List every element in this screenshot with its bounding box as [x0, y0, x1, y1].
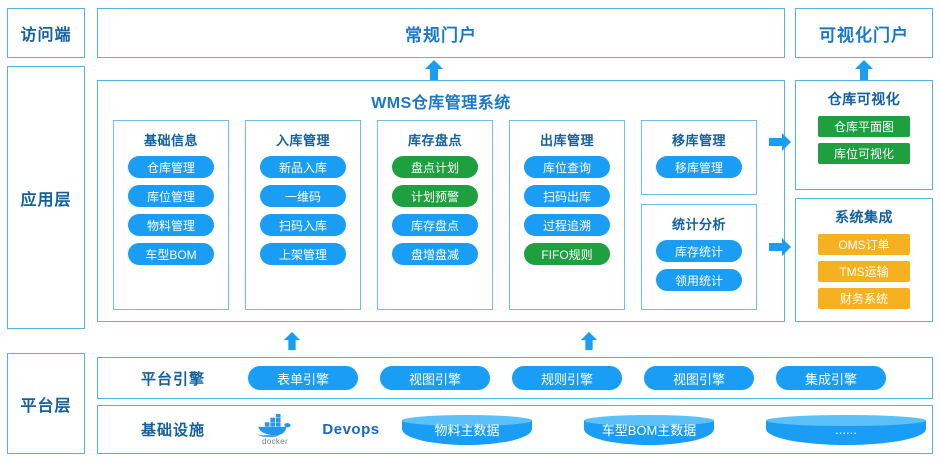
- arrow-right-to-system-integration: [769, 238, 791, 256]
- side-panel-item[interactable]: TMS运输: [818, 261, 910, 282]
- panel-system-integration: 系统集成 OMS订单 TMS运输 财务系统: [795, 198, 933, 322]
- module-title: 移库管理: [671, 133, 726, 148]
- engine-item[interactable]: 集成引擎: [776, 366, 886, 390]
- module-item[interactable]: FIFO规则: [524, 243, 610, 265]
- side-panel-item[interactable]: 财务系统: [818, 288, 910, 309]
- panel-warehouse-visualization: 仓库可视化 仓库平面图 库位可视化: [795, 80, 933, 190]
- module-item[interactable]: 领用统计: [656, 269, 742, 291]
- side-panel-title: 系统集成: [835, 209, 893, 225]
- docker-label: docker: [262, 436, 288, 446]
- arrow-up-platform-to-application-right: [580, 331, 598, 351]
- layer-label-application-text: 应用层: [20, 191, 72, 209]
- arrow-right-to-warehouse-visualization: [769, 133, 791, 151]
- module-stocktaking: 库存盘点 盘点计划 计划预警 库存盘点 盘增盘减: [377, 120, 493, 310]
- platform-engine-row: 平台引擎 表单引擎 视图引擎 规则引擎 视图引擎 集成引擎: [97, 357, 933, 399]
- module-title: 入库管理: [275, 133, 330, 148]
- devops-label: Devops: [322, 421, 380, 438]
- side-panel-item[interactable]: OMS订单: [818, 234, 910, 255]
- layer-label-platform-text: 平台层: [20, 397, 72, 415]
- module-item[interactable]: 盘增盘减: [392, 243, 478, 265]
- module-item[interactable]: 上架管理: [260, 243, 346, 265]
- module-statistics: 统计分析 库存统计 领用统计: [641, 204, 757, 310]
- cylinder-top: [584, 414, 714, 426]
- module-item[interactable]: 库位查询: [524, 156, 610, 178]
- module-item[interactable]: 仓库管理: [128, 156, 214, 178]
- visual-portal-box[interactable]: 可视化门户: [795, 8, 933, 58]
- docker-logo: docker: [248, 413, 302, 446]
- module-item[interactable]: 库位管理: [128, 185, 214, 207]
- platform-infra-row-label: 基础设施: [140, 422, 205, 439]
- module-item[interactable]: 新品入库: [260, 156, 346, 178]
- module-title: 基础信息: [143, 133, 198, 148]
- module-item[interactable]: 盘点计划: [392, 156, 478, 178]
- database-cylinder[interactable]: ......: [766, 414, 926, 445]
- normal-portal-box[interactable]: 常规门户: [97, 8, 785, 58]
- module-item[interactable]: 过程追溯: [524, 214, 610, 236]
- docker-whale-icon: [257, 413, 291, 437]
- module-basic-info: 基础信息 仓库管理 库位管理 物料管理 车型BOM: [113, 120, 229, 310]
- arrow-up-platform-to-application-left: [283, 331, 301, 351]
- module-item[interactable]: 物料管理: [128, 214, 214, 236]
- layer-label-access-text: 访问端: [20, 27, 72, 44]
- module-inbound: 入库管理 新品入库 一维码 扫码入库 上架管理: [245, 120, 361, 310]
- database-label: 物料主数据: [434, 423, 500, 438]
- database-cylinder[interactable]: 物料主数据: [402, 414, 532, 445]
- database-label: 车型BOM主数据: [601, 423, 697, 438]
- platform-infra-row: 基础设施 docker Devops 物料主数据 车: [97, 405, 933, 454]
- module-title: 出库管理: [539, 133, 594, 148]
- engine-item[interactable]: 视图引擎: [644, 366, 754, 390]
- platform-engine-row-label: 平台引擎: [140, 370, 205, 388]
- database-label: ......: [835, 422, 857, 437]
- module-item[interactable]: 车型BOM: [128, 243, 214, 265]
- arrow-up-to-normal-portal: [425, 60, 443, 80]
- module-title: 统计分析: [671, 217, 726, 232]
- visual-portal-label: 可视化门户: [819, 25, 909, 45]
- side-panel-item[interactable]: 库位可视化: [818, 143, 910, 164]
- engine-item[interactable]: 规则引擎: [512, 366, 622, 390]
- module-item[interactable]: 计划预警: [392, 185, 478, 207]
- engine-item[interactable]: 表单引擎: [248, 366, 358, 390]
- module-item[interactable]: 一维码: [260, 185, 346, 207]
- layer-label-platform: 平台层: [7, 353, 85, 454]
- module-item[interactable]: 扫码入库: [260, 214, 346, 236]
- module-item[interactable]: 扫码出库: [524, 185, 610, 207]
- layer-label-access: 访问端: [7, 8, 85, 58]
- side-panel-title: 仓库可视化: [827, 91, 901, 107]
- module-title: 库存盘点: [407, 133, 462, 148]
- database-cylinder[interactable]: 车型BOM主数据: [584, 414, 714, 445]
- layer-label-application: 应用层: [7, 66, 85, 329]
- cylinder-top: [766, 414, 926, 426]
- normal-portal-label: 常规门户: [405, 25, 477, 45]
- module-item[interactable]: 库存统计: [656, 240, 742, 262]
- module-item[interactable]: 移库管理: [656, 156, 742, 178]
- module-transfer: 移库管理 移库管理: [641, 120, 757, 195]
- application-panel-title: WMS仓库管理系统: [371, 95, 511, 112]
- engine-item[interactable]: 视图引擎: [380, 366, 490, 390]
- cylinder-top: [402, 414, 532, 426]
- module-item[interactable]: 库存盘点: [392, 214, 478, 236]
- arrow-up-to-visual-portal: [855, 60, 873, 80]
- module-outbound: 出库管理 库位查询 扫码出库 过程追溯 FIFO规则: [509, 120, 625, 310]
- side-panel-item[interactable]: 仓库平面图: [818, 116, 910, 137]
